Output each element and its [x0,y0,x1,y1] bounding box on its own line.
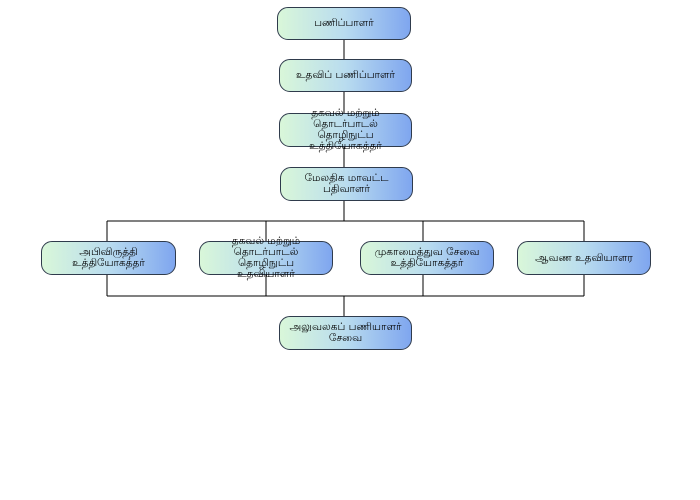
node-records-assistant: ஆவண உதவியாளர [517,241,651,275]
node-development-officer: அபிவிருத்தி உத்தியோகத்தர் [41,241,176,275]
node-ict-assistant-label: தகவல் மற்றும் தொடர்பாடல் தொழிநுட்ப உதவிய… [231,235,301,280]
node-office-staff-service: அலுவலகப் பணியாளர் சேவை [279,316,412,350]
node-records-assistant-label: ஆவண உதவியாளர [535,251,633,264]
node-ict-assistant: தகவல் மற்றும் தொடர்பாடல் தொழிநுட்ப உதவிய… [199,236,333,280]
node-management-service-officer-label: முகாமைத்துவ சேவை உத்தியோகத்தர் [374,246,480,269]
node-director: பணிப்பாளர் [277,7,411,40]
node-deputy-director: உதவிப் பணிப்பாளர் [279,59,412,92]
node-additional-district-registrar: மேலதிக மாவட்ட பதிவாளர் [280,167,413,201]
node-management-service-officer: முகாமைத்துவ சேவை உத்தியோகத்தர் [360,241,494,275]
node-additional-district-registrar-label: மேலதிக மாவட்ட பதிவாளர் [304,172,389,195]
node-ict-officer-label: தகவல் மற்றும் தொடர்பாடல் தொழிநுட்ப உத்தி… [309,107,382,152]
node-office-staff-service-label: அலுவலகப் பணியாளர் சேவை [289,321,402,344]
node-development-officer-label: அபிவிருத்தி உத்தியோகத்தர் [72,246,145,269]
node-director-label: பணிப்பாளர் [314,17,374,29]
node-deputy-director-label: உதவிப் பணிப்பாளர் [296,69,395,81]
node-ict-officer: தகவல் மற்றும் தொடர்பாடல் தொழிநுட்ப உத்தி… [279,108,412,152]
